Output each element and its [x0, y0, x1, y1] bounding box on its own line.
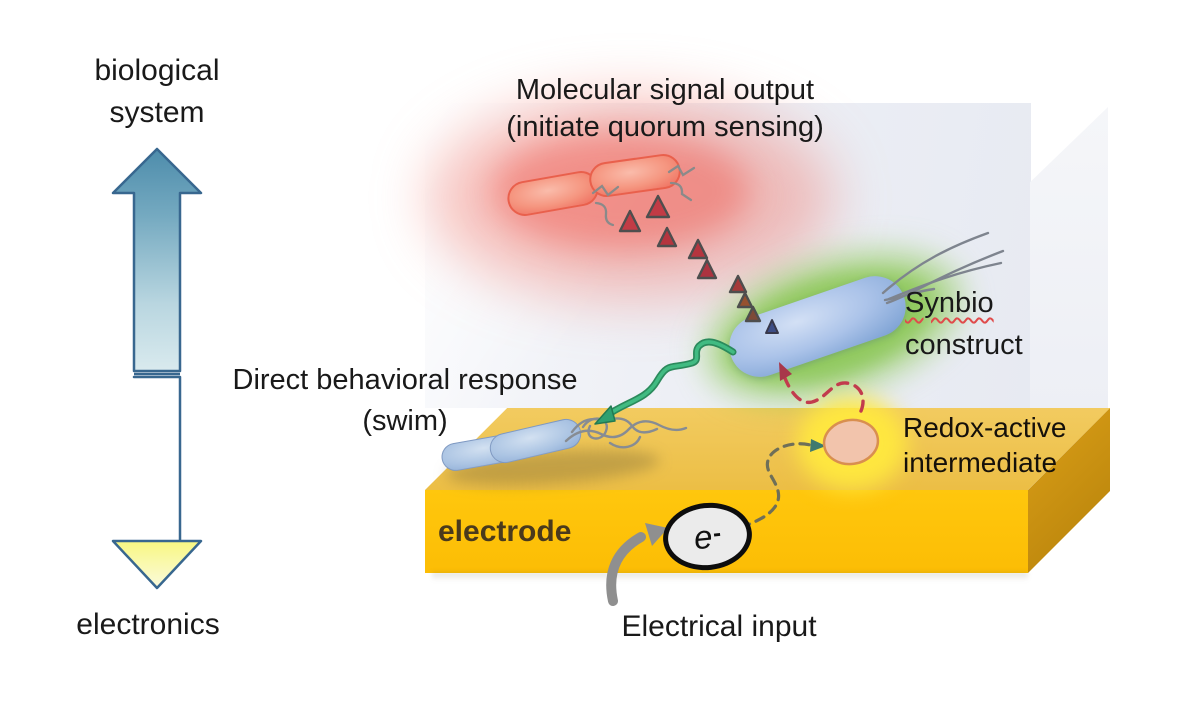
electrode-shadow [432, 572, 1028, 581]
molecular-output-line1: Molecular signal output [515, 74, 815, 106]
background-panel-right-face [1030, 107, 1108, 408]
electron-minus: - [711, 519, 723, 547]
behavior-label: Direct behavioral response (swim) [198, 360, 612, 442]
redox-label: Redox-active intermediate [903, 410, 1066, 480]
axis-top-label-line2: system [109, 96, 205, 129]
axis-bottom-label: electronics [76, 608, 220, 641]
axis-arrow-icon [111, 147, 203, 590]
yellow-glow [797, 397, 907, 490]
synbio-label: Synbio construct [905, 282, 1023, 366]
redox-line1: Redox-active [903, 412, 1067, 443]
synbio-line1: Synbio [905, 287, 994, 319]
behavior-line1: Direct behavioral response [232, 364, 578, 396]
electrode-label: electrode [438, 515, 572, 548]
axis-top-label-line1: biological [94, 54, 220, 87]
electrical-input-label: Electrical input [621, 610, 817, 643]
synbio-line2: construct [905, 329, 1023, 361]
behavior-line2: (swim) [362, 405, 448, 437]
molecular-output-label: Molecular signal output (initiate quorum… [448, 72, 882, 146]
redox-line2: intermediate [903, 447, 1058, 478]
molecular-output-line2: (initiate quorum sensing) [506, 111, 824, 143]
axis-top-label: biological system [57, 50, 257, 134]
